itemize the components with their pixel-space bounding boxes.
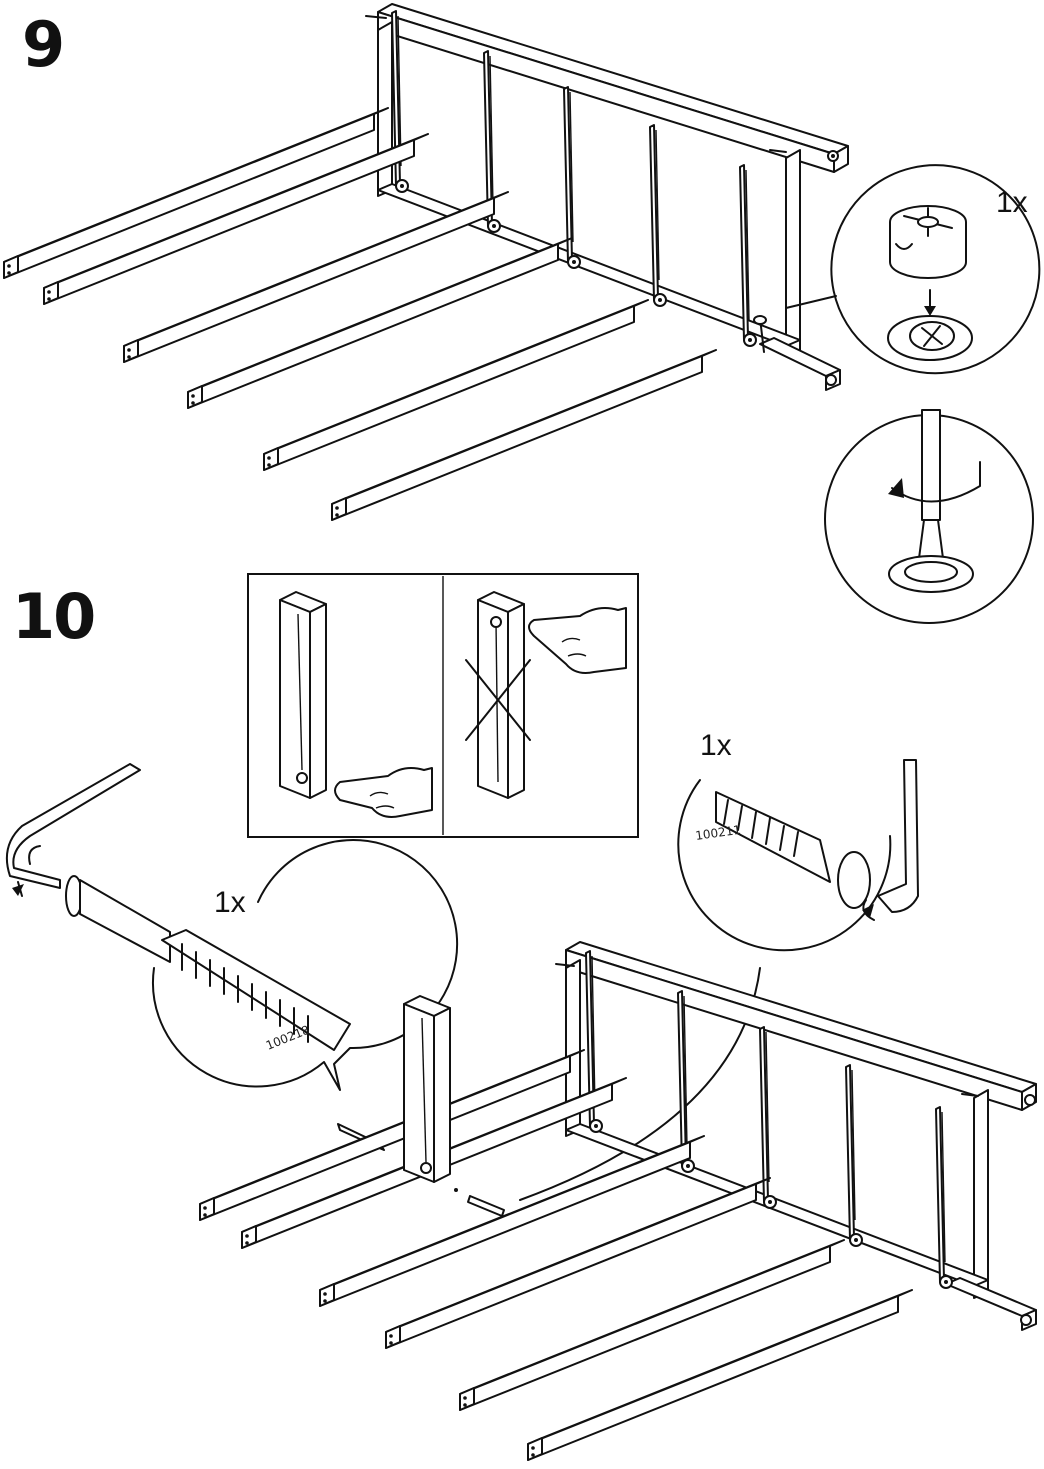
step-9-frame [4,4,848,520]
dowel-bolt-icon [162,930,350,1050]
dowel-bolt-icon [66,876,170,962]
screwdriver-turn-icon [888,410,980,592]
cam-lock-callout [786,165,1039,373]
cam-lock-fitting-icon [890,206,966,278]
right-part-number: 100211 [694,823,741,843]
screwdriver-turn-callout [825,410,1033,623]
dowel-bolt-icon [716,792,870,908]
left-part-number: 100218 [264,1023,312,1053]
orientation-inset-panel [248,574,638,837]
